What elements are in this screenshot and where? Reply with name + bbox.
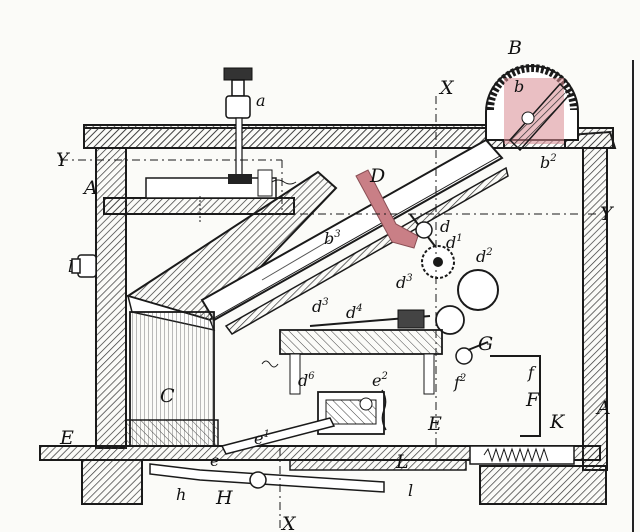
label-A-right: A	[595, 397, 611, 419]
label-X-bottom: X	[280, 513, 297, 532]
label-d3-lower: d3	[312, 297, 329, 316]
label-l-side: l	[68, 257, 73, 276]
section-lines	[60, 96, 600, 528]
card-stack	[125, 311, 219, 447]
label-b3: b3	[324, 229, 341, 248]
drum-wheel	[485, 64, 579, 152]
label-d4: d4	[346, 303, 363, 322]
label-e: e	[210, 451, 219, 470]
label-e1: e1	[254, 429, 270, 448]
inclined-channel	[200, 138, 509, 335]
label-Y-right: Y	[600, 203, 615, 225]
label-C: C	[160, 385, 175, 407]
label-E-right: E	[427, 413, 442, 435]
bottom-lever	[149, 417, 385, 493]
label-D: D	[369, 165, 385, 187]
label-H: H	[215, 487, 233, 509]
label-f: f	[527, 363, 537, 382]
label-a: a	[256, 91, 266, 110]
label-d: d	[440, 217, 450, 236]
label-e2: e2	[372, 371, 388, 390]
label-X-top: X	[438, 77, 455, 99]
label-h: h	[176, 485, 186, 504]
upper-mechanism	[145, 169, 297, 222]
punch-block	[317, 389, 387, 435]
gear-train	[409, 213, 499, 335]
label-G: G	[478, 333, 493, 355]
label-K: K	[549, 411, 566, 433]
label-d1: d1	[446, 233, 463, 252]
label-d3-upper: d3	[396, 273, 413, 292]
spring-k	[469, 445, 575, 465]
base-plate	[39, 445, 607, 505]
label-L: L	[395, 451, 409, 473]
reference-labels: a A A B b b2 b3 C D d d1 d2 d3 d3 d4 d6 …	[56, 37, 615, 532]
label-Y-left: Y	[56, 149, 71, 171]
label-f2: f2	[453, 373, 466, 392]
middle-plate	[261, 309, 443, 395]
label-d2: d2	[476, 247, 493, 266]
label-b: b	[514, 77, 524, 96]
label-F: F	[525, 389, 540, 411]
label-b2: b2	[540, 153, 557, 172]
label-l-bottom: l	[408, 481, 413, 500]
label-A-left: A	[82, 177, 98, 199]
top-screw	[223, 67, 253, 177]
label-E-left: E	[59, 427, 74, 449]
label-B: B	[507, 37, 522, 59]
side-bracket	[455, 341, 541, 437]
label-d6: d6	[298, 371, 315, 390]
side-knob	[71, 254, 97, 278]
